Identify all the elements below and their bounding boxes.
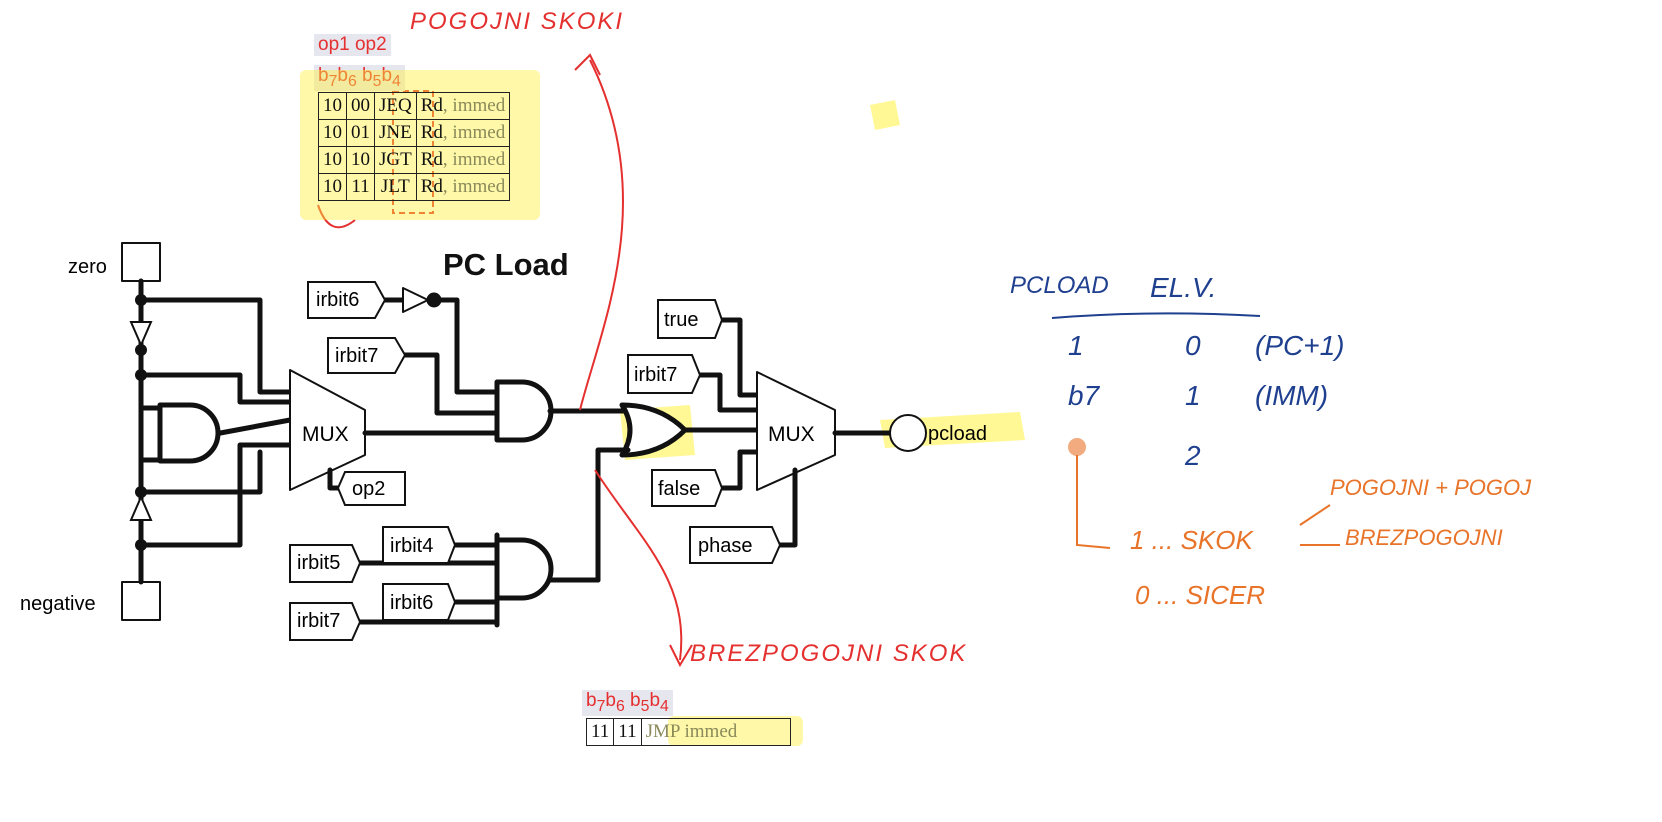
cell-instr: JEQ [374,92,417,120]
irbit6-label: irbit6 [316,289,360,311]
cell-instr: JMP immed [640,718,791,746]
cell-rd: Rd [420,176,443,197]
cell-rd: Rd [420,95,443,116]
diagram-title: PC Load [443,247,569,282]
note-pcload: PCLOAD [1010,272,1109,299]
mux2-label: MUX [768,423,815,446]
note-cell: 2 [1185,440,1201,471]
cell-imm: , immed [442,122,506,143]
irbit7-label: irbit7 [297,610,341,632]
cell-b: 11 [613,718,642,746]
cell-b: 11 [346,173,375,201]
cell-b: 01 [346,119,375,147]
cell-imm: , immed [442,176,506,197]
irbit4-label: irbit4 [390,535,434,557]
negative-label: negative [20,593,96,615]
cell-operands: Rd, immed [415,146,511,174]
cell-b: 10 [346,146,375,174]
note-brez: BREZPOGOJNI [1345,525,1503,550]
cell-b: 00 [346,92,375,120]
cell-instr: JLT [374,173,417,201]
cell-rd: Rd [420,122,443,143]
cell-instr: JGT [374,146,417,174]
mux1-label: MUX [302,423,349,446]
table-row: 11 11 JMP immed [585,718,791,746]
note-skok: 1 ... SKOK [1130,525,1253,555]
irbit7-label: irbit7 [634,364,678,386]
cell-imm: , immed [442,149,506,170]
cell-a: 10 [318,119,347,147]
true-label: true [664,309,699,331]
cell-a: 10 [318,92,347,120]
op-header: op1 op2 [314,34,391,56]
jmp-table: 11 11 JMP immed [585,718,791,746]
note-cell: (IMM) [1255,380,1329,411]
note-pogojni: POGOJNI SKOKI [410,8,625,35]
bit-header-bottom: b7b6 b5b4 [582,690,673,716]
note-sicer: 0 ... SICER [1135,580,1266,610]
cell-operands: Rd, immed [415,119,511,147]
note-pogojni-pogoj: POGOJNI + POGOJ [1330,475,1532,500]
note-cell: 0 [1185,330,1201,361]
note-cell: 1 [1185,380,1201,411]
irbit6-label: irbit6 [390,592,434,614]
zero-label: zero [68,256,107,278]
cell-a: 10 [318,173,347,201]
cell-operands: Rd, immed [415,173,511,201]
op2-label: op2 [352,478,386,500]
false-label: false [658,478,701,500]
cell-operands: Rd, immed [415,92,511,120]
note-cell: 1 [1068,330,1084,361]
note-cell: b7 [1068,380,1100,411]
cell-rd: Rd [420,149,443,170]
phase-label: phase [698,535,753,557]
cell-instr: JNE [374,119,417,147]
bit-header: b7b6 b5b4 [314,65,405,91]
note-cell: (PC+1) [1255,330,1345,361]
irbit7-label: irbit7 [335,345,379,367]
cell-a: 10 [318,146,347,174]
pcload-label: pcload [928,423,987,445]
cell-imm: , immed [442,95,506,116]
irbit5-label: irbit5 [297,552,341,574]
note-elv: EL.V. [1150,272,1217,303]
cell-a: 11 [585,718,615,746]
note-brezpogojni: BREZPOGOJNI SKOK [690,640,968,667]
highlight-mark [870,100,900,130]
